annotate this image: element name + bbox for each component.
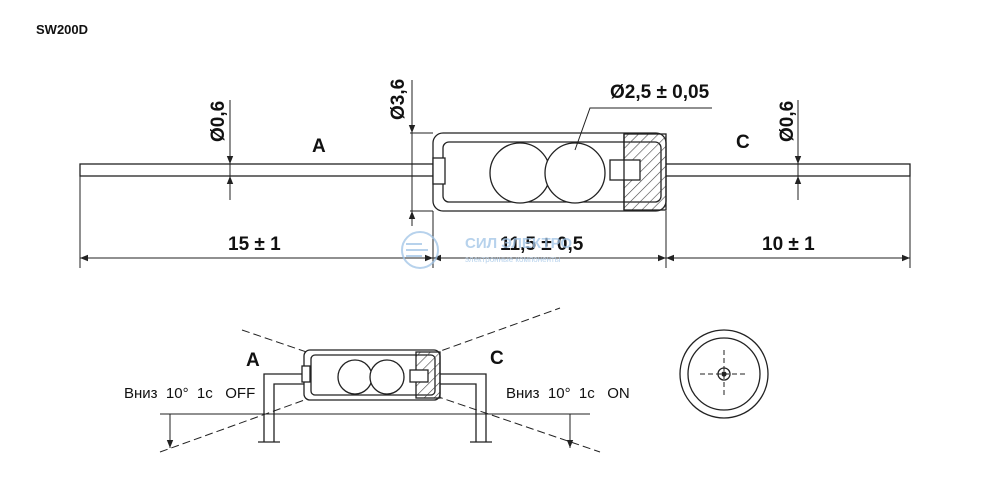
main-dimensions xyxy=(79,80,911,268)
watermark-logo-icon xyxy=(401,231,439,269)
left-lead-length-label: 15 ± 1 xyxy=(228,234,281,255)
left-lead xyxy=(79,163,437,177)
watermark: СИЛ ЭЛЕКТРО электронные компоненты xyxy=(401,231,572,269)
terminal-a-label: A xyxy=(312,136,326,157)
ball-diameter-label: Ø2,5 ± 0,05 xyxy=(610,82,710,103)
left-plug xyxy=(432,157,446,185)
ball-2 xyxy=(544,142,606,204)
terminal-c-label: C xyxy=(736,132,750,153)
tilt-on-note: Вниз 10° 1с ON xyxy=(506,385,630,402)
lead-diameter-right-label: Ø0,6 xyxy=(777,101,798,142)
drawing-title: SW200D xyxy=(36,22,88,37)
tilt-terminal-a-label: A xyxy=(246,350,260,371)
right-lead-length-label: 10 ± 1 xyxy=(762,234,815,255)
body-length-label: 11,5 ± 0,5 xyxy=(500,234,584,255)
main-view xyxy=(79,132,911,212)
ball-1 xyxy=(489,142,551,204)
tilt-terminal-c-label: C xyxy=(490,348,504,369)
body-diameter-label: Ø3,6 xyxy=(388,79,409,120)
tilt-view xyxy=(159,307,601,453)
right-lead xyxy=(663,163,911,177)
end-view xyxy=(679,329,769,419)
tilt-off-note: Вниз 10° 1с OFF xyxy=(124,385,255,402)
watermark-tagline: электронные компоненты xyxy=(465,255,561,264)
right-contact xyxy=(609,159,641,181)
watermark-brand: СИЛ ЭЛЕКТРО xyxy=(465,235,572,252)
lead-diameter-left-label: Ø0,6 xyxy=(208,101,229,142)
